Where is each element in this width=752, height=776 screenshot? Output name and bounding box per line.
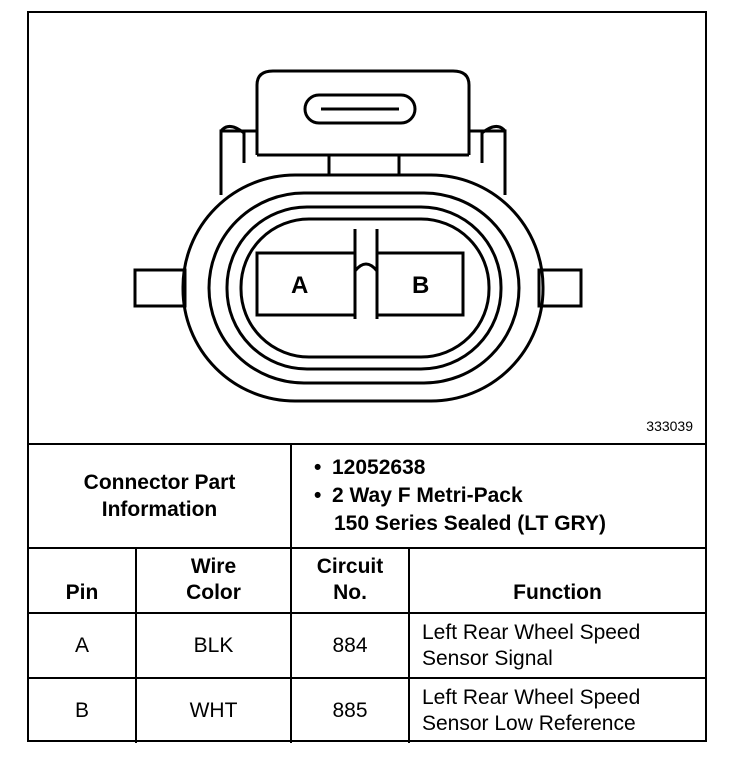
function-cell: Left Rear Wheel Speed Sensor Low Referen… [407,677,706,743]
wire-color-cell: BLK [135,612,292,679]
circuit-cell: 885 [290,677,410,743]
part-info-label: Connector Part Information [29,443,292,549]
side-tab-left [133,268,187,308]
connector-diagram: A B 333039 [29,13,705,443]
header-pin: Pin [29,547,137,614]
header-wire-color: Wire Color [135,547,292,614]
connector-info-table: Connector Part Information •12052638 •2 … [29,443,706,743]
table-row: B WHT 885 Left Rear Wheel Speed Sensor L… [29,677,706,743]
part-number: 12052638 [332,456,426,479]
latch-tab [255,69,471,155]
wire-color-cell: WHT [135,677,292,743]
figure-id: 333039 [646,418,693,434]
latch-slot [303,93,417,125]
pin-cell: B [29,677,137,743]
side-tab-right [537,268,583,308]
outer-shell [181,173,545,403]
diagram-frame: A B 333039 Connector Part Information •1… [27,11,707,743]
function-cell: Left Rear Wheel Speed Sensor Signal [407,612,706,679]
connector-drawing: A B [133,69,583,403]
circuit-cell: 884 [290,612,410,679]
header-row: Pin Wire Color Circuit No. Function [29,547,706,614]
header-function: Function [407,547,706,614]
cavity-a-label: A [291,272,308,299]
part-info-row: Connector Part Information •12052638 •2 … [29,443,706,549]
pin-cell: A [29,612,137,679]
part-description: 2 Way F Metri-Pack [332,484,523,507]
header-circuit: Circuit No. [290,547,410,614]
part-info-values: •12052638 •2 Way F Metri-Pack 150 Series… [289,443,706,549]
cavity-b-label: B [412,272,429,299]
table-row: A BLK 884 Left Rear Wheel Speed Sensor S… [29,612,706,679]
